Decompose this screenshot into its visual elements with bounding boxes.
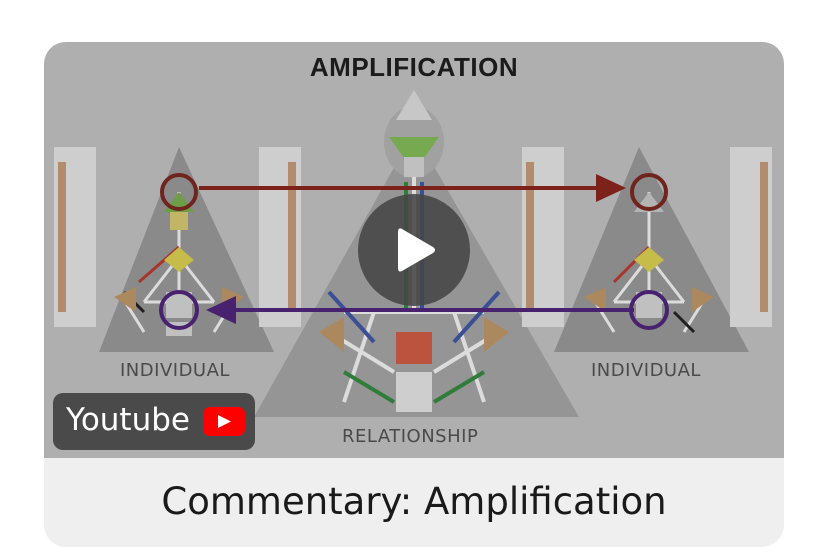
youtube-badge[interactable]: Youtube: [53, 393, 255, 450]
play-icon: [398, 228, 435, 272]
video-thumbnail[interactable]: AMPLIFICATION INDIVIDUAL INDIVIDUAL RELA…: [44, 42, 784, 458]
youtube-logo-icon: [203, 407, 245, 436]
right-individual-label: INDIVIDUAL: [591, 360, 701, 381]
thumbnail-title: AMPLIFICATION: [309, 52, 519, 82]
youtube-badge-text: Youtube: [66, 402, 190, 438]
video-card[interactable]: AMPLIFICATION INDIVIDUAL INDIVIDUAL RELA…: [44, 42, 784, 547]
video-caption[interactable]: Commentary: Amplification: [161, 480, 667, 523]
play-button[interactable]: [358, 194, 470, 306]
relationship-label: RELATIONSHIP: [342, 426, 479, 447]
left-individual-label: INDIVIDUAL: [120, 360, 230, 381]
